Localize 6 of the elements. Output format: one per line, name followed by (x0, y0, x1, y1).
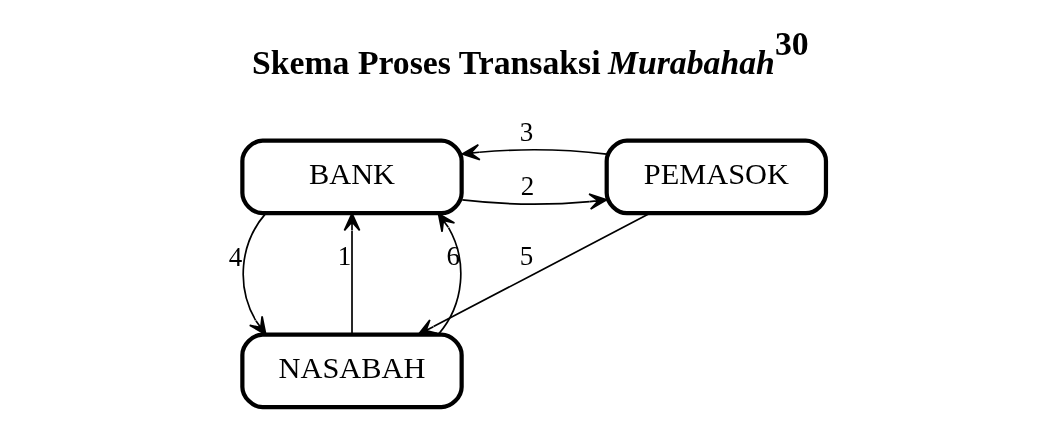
edge-label: 2 (520, 171, 535, 202)
edge-label: 1 (337, 241, 352, 272)
edge-label: 6 (446, 240, 460, 271)
edge-label: 5 (519, 241, 534, 272)
edge-label: 3 (519, 116, 534, 147)
edge-label: 4 (228, 241, 243, 272)
